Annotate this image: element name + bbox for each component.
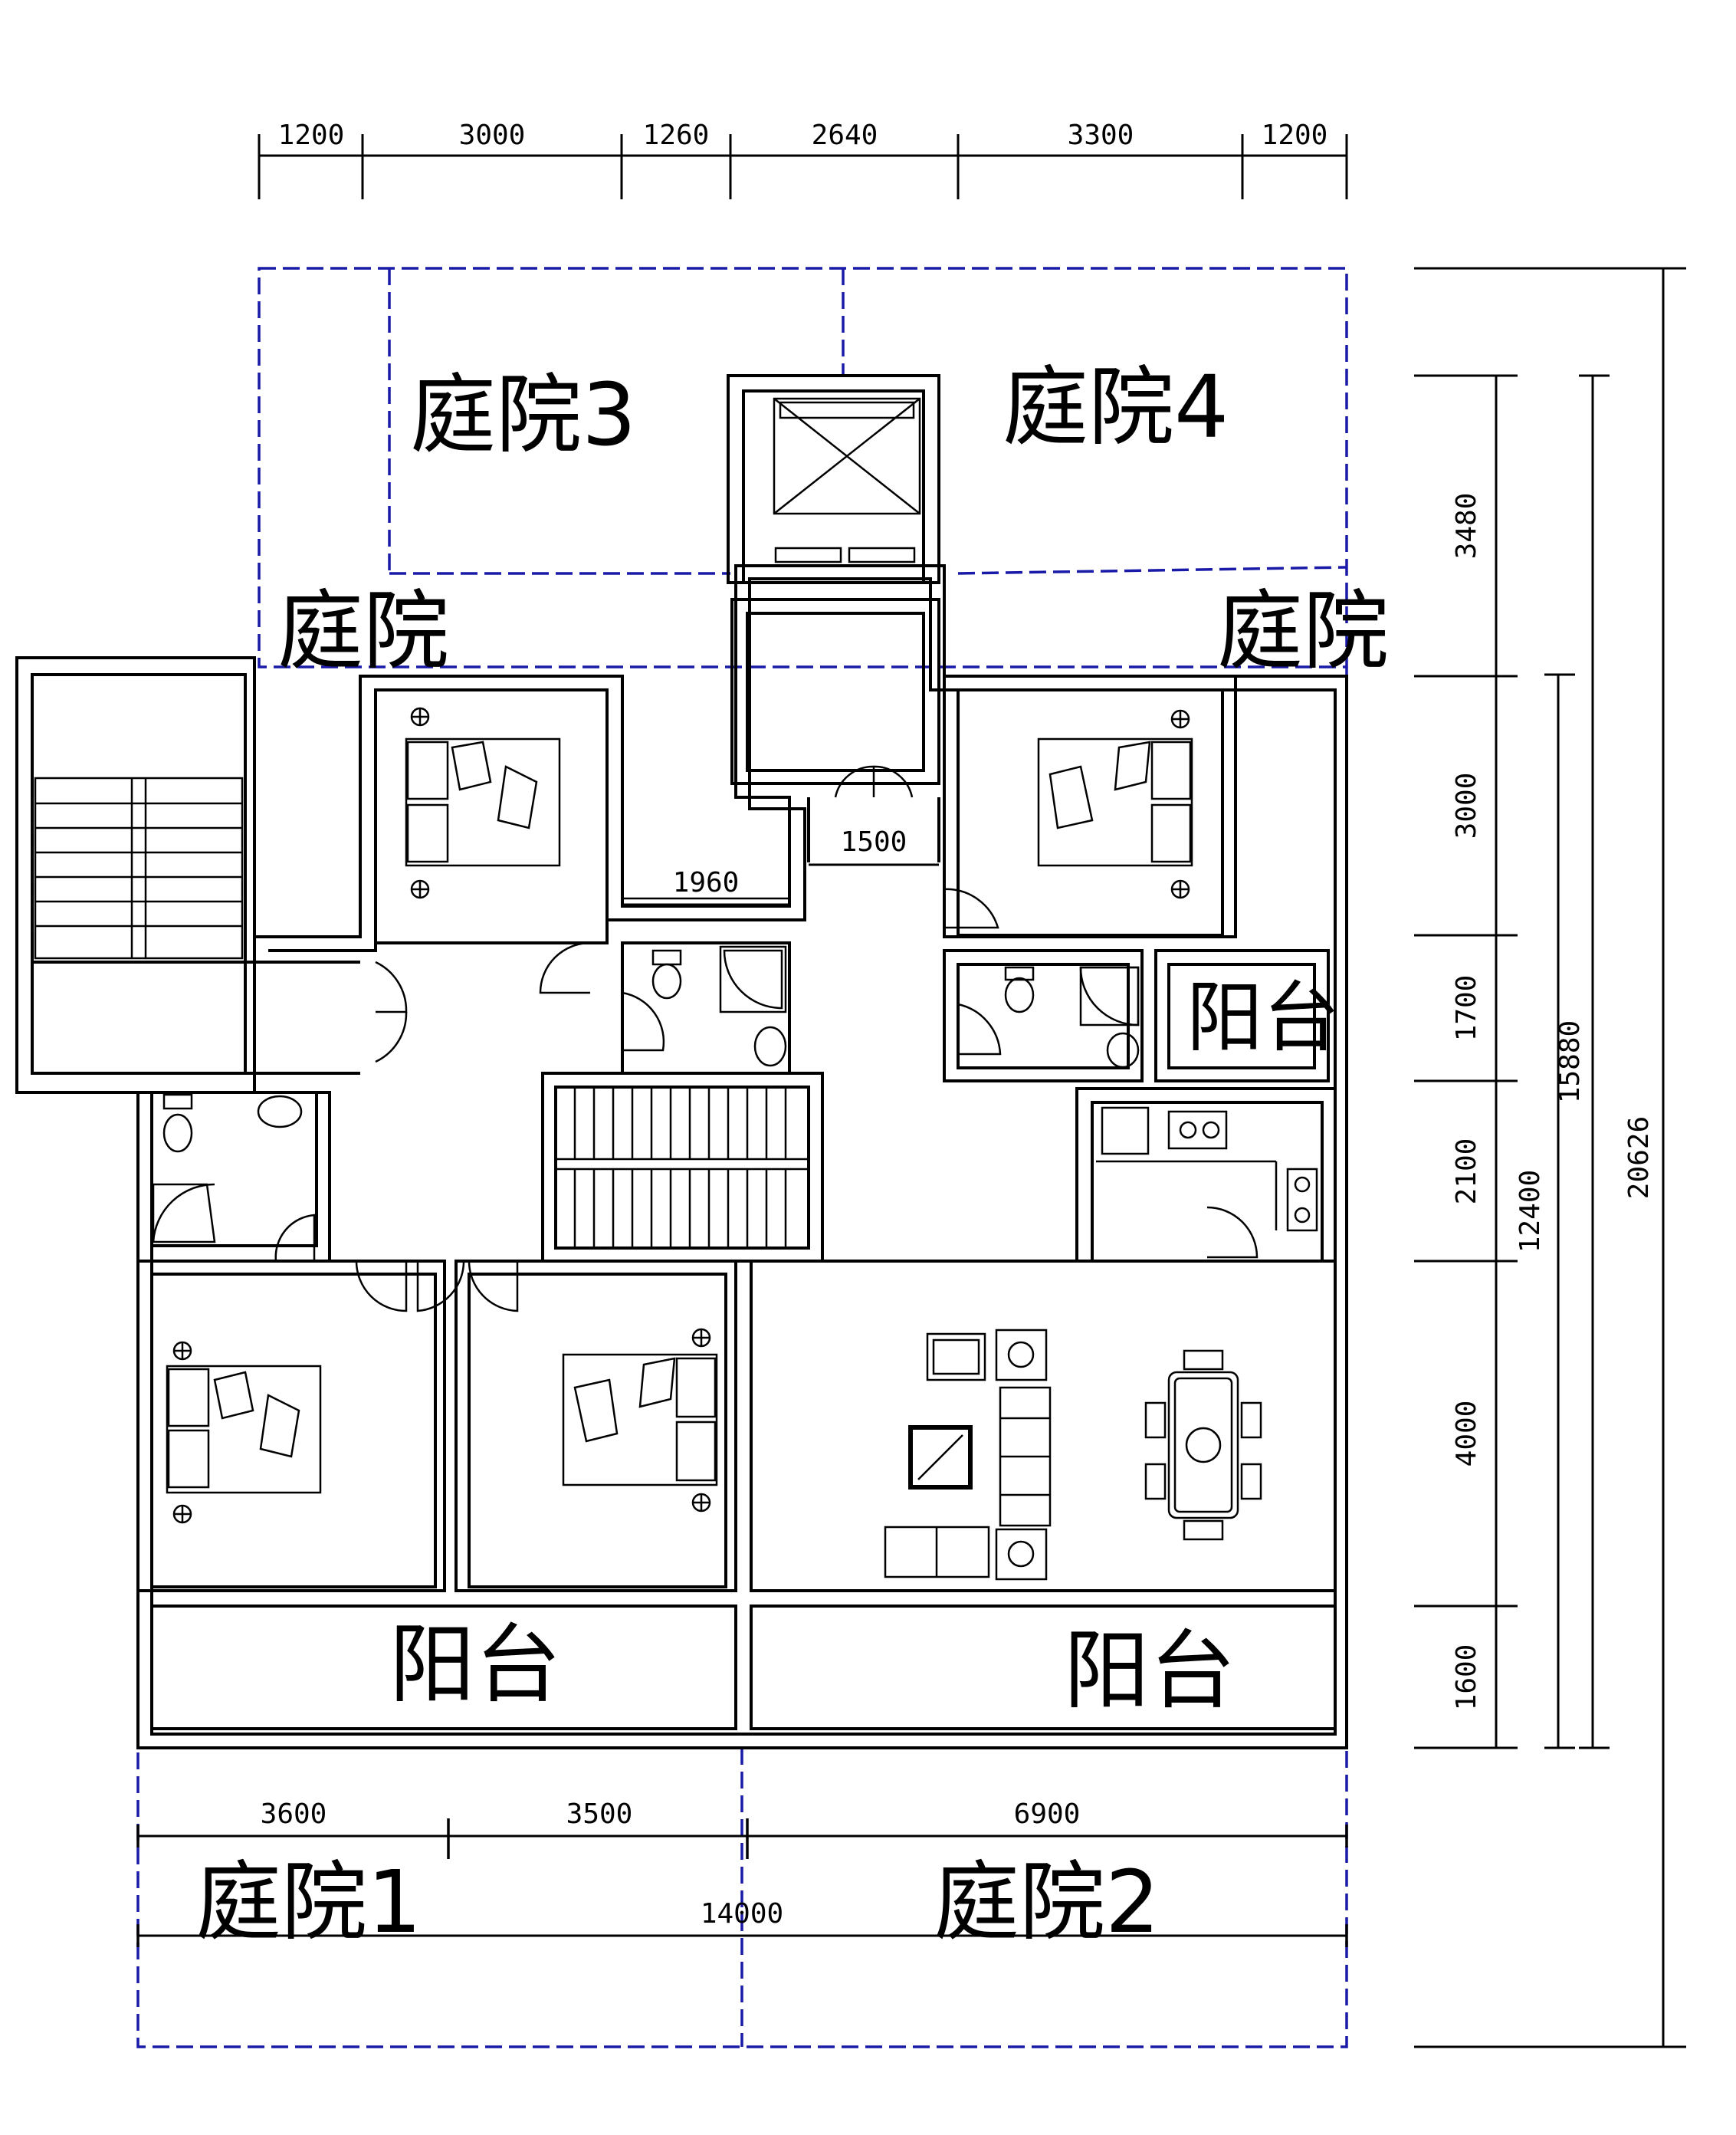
bathroom-left: [136, 1091, 331, 1263]
doors: [274, 765, 1259, 1312]
right-total-1: 12400: [1514, 1170, 1546, 1253]
interior-dim-1500: 1500: [841, 826, 907, 858]
living-room: [750, 1260, 1337, 1592]
right-dim-5: 4000: [1451, 1401, 1482, 1467]
walls: [15, 374, 1348, 1749]
label-balcony-bottom-right: 阳台: [1064, 1621, 1236, 1721]
top-dim-2: 3000: [459, 120, 526, 151]
label-courtyard-2: 庭院2: [934, 1853, 1160, 1953]
bedroom-lower-left: [136, 1260, 446, 1592]
top-dim-5: 3300: [1068, 120, 1134, 151]
balcony-bottom-left-box: [150, 1605, 737, 1730]
right-dim-1: 3480: [1451, 493, 1482, 560]
right-dimension-chain: 3480 3000 1700 2100 4000 1600 12400 1588…: [1414, 267, 1686, 2048]
interior-dim-1960: 1960: [673, 867, 740, 898]
bed-top-right: [1037, 709, 1193, 899]
stair-left: [34, 777, 244, 960]
bed-top-left: [405, 707, 561, 899]
bedroom-lower-middle: [455, 1260, 737, 1592]
bathroom-upper-right: [943, 949, 1144, 1082]
label-courtyard-left: 庭院: [277, 582, 449, 682]
right-dim-4: 2100: [1451, 1138, 1482, 1205]
balcony-right-box: [1154, 949, 1330, 1082]
bottom-dim-total: 14000: [701, 1898, 783, 1930]
balcony-right-inner: [1167, 963, 1316, 1069]
bottom-dim-3: 6900: [1014, 1798, 1081, 1830]
bottom-dim-1: 3600: [261, 1798, 327, 1830]
bedroom-top-right: [943, 675, 1237, 938]
bottom-dim-2: 3500: [566, 1798, 633, 1830]
bedroom-top-left: [360, 675, 789, 944]
top-dim-1: 1200: [278, 120, 345, 151]
bottom-dimension-chain: 3600 3500 6900 14000: [136, 1798, 1348, 1947]
label-balcony-bottom-left: 阳台: [389, 1615, 561, 1715]
label-courtyard-4: 庭院4: [1003, 358, 1229, 458]
right-dim-3: 1700: [1451, 975, 1482, 1042]
right-total-3: 20626: [1623, 1116, 1655, 1199]
label-balcony-right: 阳台: [1186, 973, 1340, 1063]
top-dimension-chain: 1200 3000 1260 2640 3300 1200: [258, 120, 1348, 199]
top-dim-4: 2640: [812, 120, 878, 151]
bathroom-upper-middle: [621, 941, 791, 1075]
stair-middle: [541, 1072, 824, 1263]
balcony-bottom-right-box: [750, 1605, 1337, 1730]
right-dim-2: 3000: [1451, 773, 1482, 839]
label-courtyard-1: 庭院1: [195, 1853, 422, 1953]
room-labels: 庭院3 庭院4 庭院 庭院 阳台 阳台 阳台 庭院1 庭院2: [195, 358, 1389, 1953]
right-total-2: 15880: [1554, 1020, 1586, 1103]
right-dim-6: 1600: [1451, 1644, 1482, 1711]
kitchen: [1075, 1087, 1335, 1261]
top-dim-3: 1260: [643, 120, 710, 151]
label-courtyard-3: 庭院3: [410, 366, 636, 465]
top-dim-6: 1200: [1262, 120, 1328, 151]
label-courtyard-right: 庭院: [1217, 582, 1389, 682]
